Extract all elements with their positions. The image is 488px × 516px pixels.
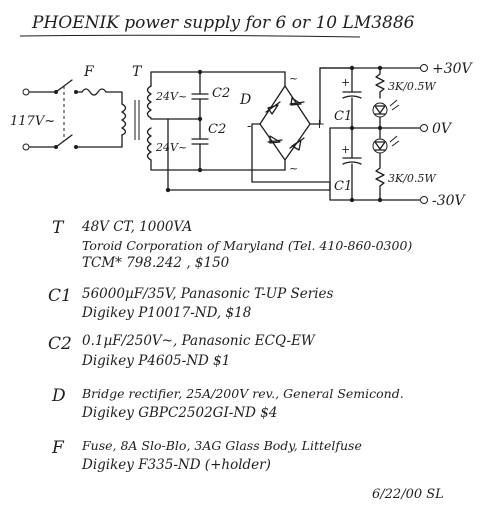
res-top — [375, 67, 385, 99]
c2-bottom-label: C2 — [208, 122, 226, 137]
bridge-diode-3 — [267, 135, 283, 144]
secondary-winding-top — [146, 85, 152, 119]
res-top-label: 3K/0.5W — [388, 80, 437, 93]
mains-voltage-label: 117V~ — [10, 114, 55, 129]
title-underline — [19, 34, 361, 38]
terminal-negative — [420, 196, 428, 204]
led-bottom-symbol — [374, 141, 386, 151]
bridge-diode-4 — [289, 137, 305, 151]
part-line: Digikey P10017-ND, $18 — [82, 305, 252, 321]
bridge-diode-1 — [265, 101, 281, 115]
res-bottom-node — [377, 197, 383, 203]
part-letter: F — [52, 438, 64, 458]
part-line: 0.1µF/250V~, Panasonic ECQ-EW — [82, 333, 315, 349]
c2-bottom-plates — [191, 138, 209, 145]
part-letter: T — [52, 218, 64, 238]
primary-wire-top — [111, 91, 123, 105]
part-letter: C1 — [48, 286, 72, 306]
primary-winding — [121, 103, 127, 136]
terminal-positive — [420, 64, 428, 72]
fuse-label: F — [83, 64, 95, 80]
led-top-node — [377, 65, 383, 71]
c1-top-label: C1 — [334, 109, 352, 124]
terminal-zero — [420, 124, 428, 132]
c2-bottom-node — [197, 167, 203, 173]
primary-wire-bottom — [75, 134, 123, 148]
c1-bottom-plus: + — [341, 143, 350, 156]
output-positive-label: +30V — [432, 61, 474, 77]
rail-zero — [329, 127, 421, 191]
output-negative-label: -30V — [432, 193, 467, 209]
bridge-minus-wire — [251, 123, 331, 183]
part-line: Fuse, 8A Slo-Blo, 3AG Glass Body, Littel… — [82, 438, 362, 453]
secondary-top-wire — [150, 71, 286, 87]
bridge-minus: - — [247, 119, 251, 134]
led-bottom-rays — [389, 135, 400, 147]
c1-top-plates — [342, 91, 362, 99]
fuse-symbol — [75, 88, 113, 96]
res-bottom — [375, 152, 385, 201]
transformer-label: T — [132, 64, 143, 80]
bridge-ac-top: ~ — [289, 72, 298, 85]
rail-negative — [329, 181, 421, 201]
secondary-bottom-voltage: 24V~ — [155, 141, 187, 154]
secondary-winding-bottom — [146, 127, 152, 161]
secondary-top-voltage: 24V~ — [155, 90, 187, 103]
center-tap-node — [165, 187, 171, 193]
c2-top-node — [197, 69, 203, 75]
part-line: 56000µF/35V, Panasonic T-UP Series — [82, 286, 334, 302]
bridge-diode-2 — [289, 97, 305, 106]
output-zero-label: 0V — [432, 121, 453, 137]
led-top-symbol — [374, 105, 386, 115]
c2-top-label: C2 — [212, 86, 230, 101]
part-line: Digikey GBPC2502GI-ND $4 — [82, 405, 278, 421]
part-line: TCM* 798.242 , $150 — [82, 255, 230, 271]
part-line: Digikey F335-ND (+holder) — [82, 457, 271, 473]
part-line: Digikey P4605-ND $1 — [82, 353, 231, 369]
bridge-label: D — [239, 92, 251, 108]
part-line: 48V CT, 1000VA — [82, 219, 193, 235]
led-top-rays — [389, 99, 400, 111]
part-letter: C2 — [48, 334, 72, 354]
c1-top-plus: + — [341, 76, 350, 89]
page-title: PHOENIK power supply for 6 or 10 LM3886 — [31, 13, 415, 33]
signature: 6/22/00 SL — [372, 487, 444, 502]
part-line: Bridge rectifier, 25A/200V rev., General… — [82, 386, 404, 401]
part-letter: D — [52, 386, 66, 406]
center-tap-wire — [150, 118, 331, 191]
bridge-ac-bottom: ~ — [289, 162, 298, 175]
c1-bottom-plates — [342, 157, 362, 165]
part-line: Toroid Corporation of Maryland (Tel. 410… — [82, 238, 413, 253]
res-bottom-label: 3K/0.5W — [388, 172, 437, 185]
c2-top-plates — [191, 93, 209, 100]
secondary-bottom-wire — [150, 159, 286, 171]
c1-bottom-label: C1 — [334, 179, 352, 194]
